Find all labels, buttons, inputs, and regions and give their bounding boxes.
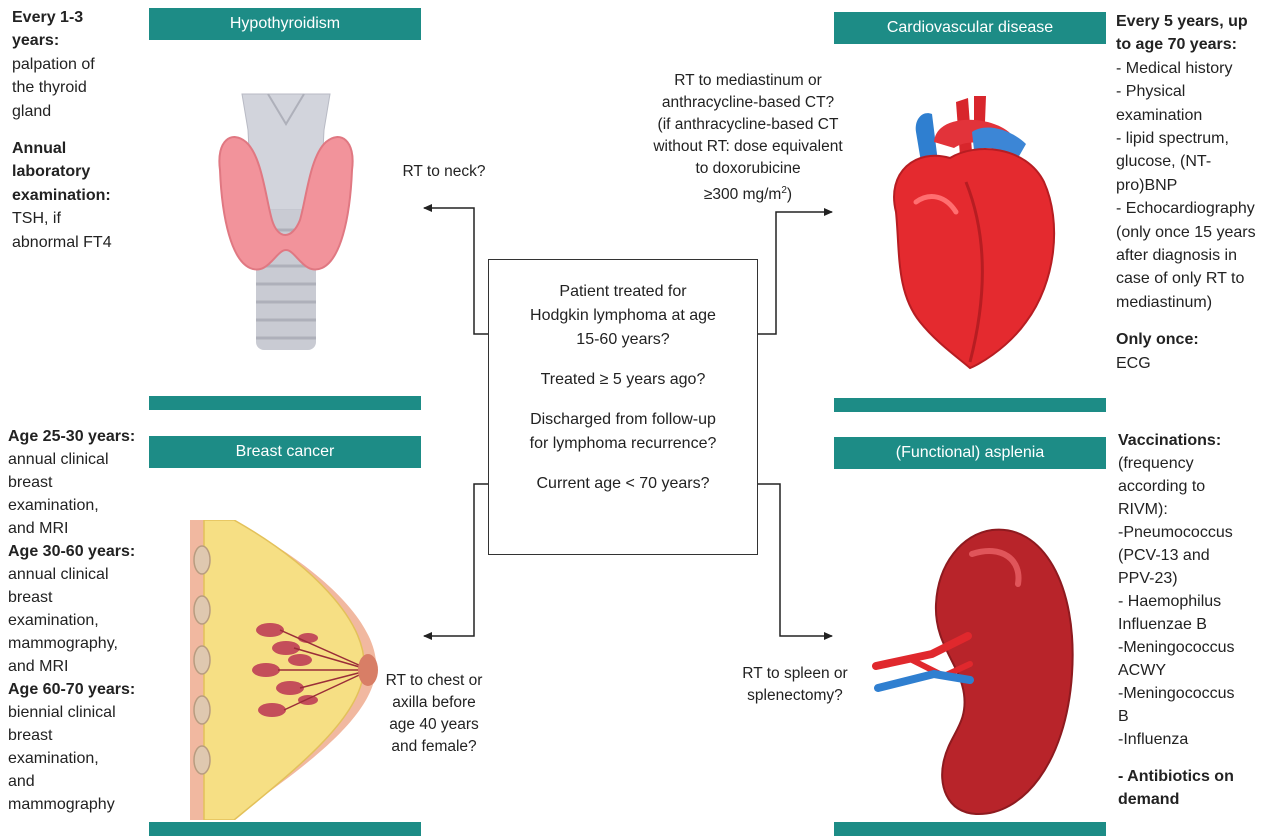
arrow-to-hypothyroidism [424, 208, 488, 334]
question-cardio: RT to mediastinum or anthracycline-based… [628, 70, 868, 206]
question-spleen: RT to spleen or splenectomy? [728, 663, 862, 707]
thyroid-icon [212, 90, 360, 352]
hypothyroidism-recommendations: Every 1-3 years: palpation of the thyroi… [12, 6, 142, 254]
cardiovascular-recommendations: Every 5 years, up to age 70 years: - Med… [1116, 10, 1276, 375]
center-criteria-box: Patient treated for Hodgkin lymphoma at … [488, 259, 758, 555]
question-line: age 40 years [372, 714, 496, 736]
question-line: and female? [372, 736, 496, 758]
spleen-icon [872, 524, 1084, 820]
breast-cancer-header: Breast cancer [149, 436, 421, 468]
criteria-line: for lymphoma recurrence? [489, 432, 757, 456]
question-line: ≥300 mg/m2) [628, 180, 868, 206]
question-line: RT to spleen or [728, 663, 862, 685]
asplenia-recommendations: Vaccinations: (frequency according to RI… [1118, 429, 1276, 811]
criteria-line: Hodgkin lymphoma at age [489, 304, 757, 328]
question-line: RT to chest or [372, 670, 496, 692]
question-chest: RT to chest or axilla before age 40 year… [372, 670, 496, 758]
question-line: axilla before [372, 692, 496, 714]
criteria-line: 15-60 years? [489, 328, 757, 352]
criteria-line: Patient treated for [489, 280, 757, 304]
arrow-to-breast [424, 484, 488, 636]
question-line: anthracycline-based CT? [628, 92, 868, 114]
arrow-to-cardiovascular [758, 212, 832, 334]
criteria-line: Discharged from follow-up [489, 408, 757, 432]
breast-icon [190, 520, 382, 820]
cardiovascular-header: Cardiovascular disease [834, 12, 1106, 44]
question-line: RT to mediastinum or [628, 70, 868, 92]
question-line: (if anthracycline-based CT [628, 114, 868, 136]
asplenia-header: (Functional) asplenia [834, 437, 1106, 469]
hypothyroidism-footer-bar [149, 396, 421, 410]
breast-cancer-recommendations: Age 25-30 years: annual clinical breast … [8, 425, 148, 816]
question-line: to doxorubicine [628, 158, 868, 180]
arrow-to-asplenia [758, 484, 832, 636]
question-line: without RT: dose equivalent [628, 136, 868, 158]
question-neck: RT to neck? [380, 161, 508, 183]
question-line: splenectomy? [728, 685, 862, 707]
criteria-line: Treated ≥ 5 years ago? [489, 368, 757, 392]
heart-icon [876, 92, 1066, 372]
criteria-line: Current age < 70 years? [489, 472, 757, 496]
hypothyroidism-header: Hypothyroidism [149, 8, 421, 40]
cardiovascular-footer-bar [834, 398, 1106, 412]
